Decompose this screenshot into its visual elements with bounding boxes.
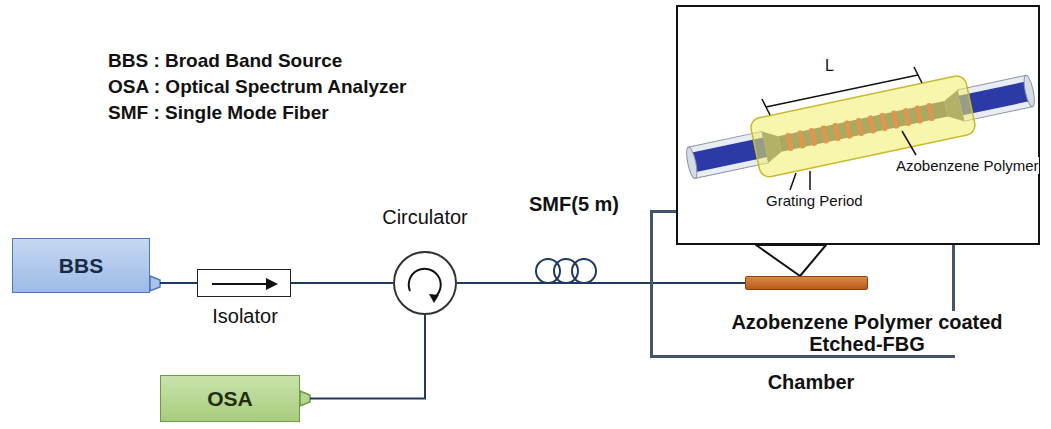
fiber-link	[604, 282, 745, 284]
isolator-box-art	[198, 270, 292, 298]
abbreviation-label: BBS : Broad Band Source	[108, 50, 342, 72]
box-label: OSA	[161, 376, 299, 421]
isolator-box: Isolator	[197, 269, 291, 297]
fiber-link	[457, 282, 528, 284]
box-label: BBS	[13, 239, 149, 292]
component-label: Circulator	[351, 206, 499, 229]
fiber-link	[160, 282, 197, 284]
fiber-link	[310, 315, 425, 399]
component-label: SMF(5 m)	[514, 193, 634, 216]
component-label: Isolator	[178, 305, 312, 328]
fiber-coil: SMF(5 m)	[528, 257, 604, 287]
abbreviation-label: OSA : Optical Spectrum Analyzer	[108, 76, 406, 98]
callout-wedge	[756, 245, 826, 276]
sensor-label: Azobenzene Polymer coated Etched-FBG	[712, 311, 1022, 355]
fbg-rod: Azobenzene Polymer coated Etched-FBG	[745, 276, 868, 290]
inset-box: L Azobenzene PolymerGrating Period	[676, 5, 1040, 245]
part-label: Azobenzene Polymer	[896, 157, 1039, 174]
circulator-circle-art	[393, 251, 457, 315]
chamber-label: Chamber	[751, 371, 871, 394]
inset-box-art	[678, 7, 1042, 247]
osa-plug	[300, 391, 310, 406]
abbreviation-label: SMF : Single Mode Fiber	[108, 102, 329, 124]
analyzer-box: OSA	[160, 375, 300, 422]
circulator-circle: Circulator	[393, 251, 457, 315]
fiber-link	[291, 282, 393, 284]
source-box: BBS	[12, 238, 150, 293]
dimension-label: L	[825, 57, 834, 75]
part-label: Grating Period	[766, 192, 863, 209]
fiber-coil-art	[528, 257, 604, 287]
bbs-plug	[150, 276, 160, 291]
